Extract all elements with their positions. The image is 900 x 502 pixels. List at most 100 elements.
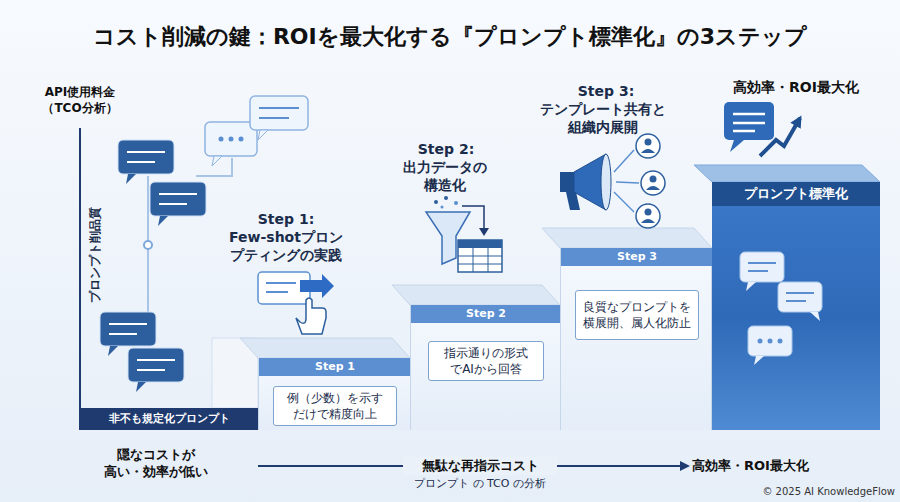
bubble-line xyxy=(748,270,768,272)
bubble-line xyxy=(127,161,155,163)
bubble-line xyxy=(786,300,806,302)
chat-bubble xyxy=(118,140,174,184)
person-head xyxy=(645,139,652,146)
card-line xyxy=(266,291,288,293)
step-title: Few-shotプロンプティングの実践 xyxy=(226,228,346,264)
axis-note: 隠なコストが 高い・効率が低い xyxy=(100,446,212,480)
y-axis xyxy=(79,128,81,430)
spread-line xyxy=(614,192,634,212)
bubble-line xyxy=(109,333,137,335)
spread-line xyxy=(614,150,634,172)
bubble-dot xyxy=(768,339,773,344)
bubble-line xyxy=(259,107,299,109)
step-description-box: 指示通りの形式でAIから回答 xyxy=(428,341,544,381)
step-tab: Step 2 xyxy=(411,305,561,323)
step-block: Step 2:出力データの構造化Step 2指示通りの形式でAIから回答 xyxy=(410,305,560,430)
bubble-line xyxy=(159,203,187,205)
chat-bubble xyxy=(128,348,184,392)
person-head xyxy=(650,176,657,183)
step-heading: Step 2: xyxy=(401,140,491,158)
few-shot-icon xyxy=(258,272,334,334)
column-title: プロンプト標準化 xyxy=(712,182,880,206)
bubble-line xyxy=(748,262,776,264)
bubble-body xyxy=(250,96,308,130)
spread-line xyxy=(616,182,639,183)
standardization-column: 高効率・ROI最大化プロンプト標準化 xyxy=(712,182,880,430)
step-top-face xyxy=(240,338,410,358)
table-col xyxy=(473,248,474,272)
step-top-face xyxy=(392,285,560,305)
column-heading: 高効率・ROI最大化 xyxy=(712,78,880,96)
bubble-line xyxy=(109,323,147,325)
bubble-tail xyxy=(158,216,168,226)
bubble-line xyxy=(127,151,165,153)
table-header xyxy=(458,240,502,248)
table xyxy=(458,240,502,272)
step-heading: Step 1: xyxy=(231,210,341,228)
person-body xyxy=(641,149,655,153)
baseline-band: 非不も規定化プロンプト xyxy=(80,408,258,430)
step-description-box: 良質なプロンプトを横展開、属人化防止 xyxy=(575,290,699,340)
description-text: 良質なプロンプトを横展開、属人化防止 xyxy=(576,291,698,339)
bubble-line xyxy=(137,369,165,371)
bubble-line xyxy=(786,292,814,294)
megaphone-back xyxy=(560,172,574,192)
particle xyxy=(454,201,458,205)
chat-bubble xyxy=(205,122,257,166)
bubble-tail xyxy=(212,156,222,166)
band-label: 非不も規定化プロンプト xyxy=(80,408,258,430)
megaphone-handle xyxy=(566,192,580,210)
arrow-icon xyxy=(300,274,334,298)
person xyxy=(636,204,660,228)
bubble-tail xyxy=(746,282,756,291)
axis-end-label: 高効率・ROI最大化 xyxy=(692,457,822,475)
axis-title: プロンプト削品質 xyxy=(87,200,103,310)
table-icon xyxy=(458,240,502,272)
bubble-tail xyxy=(258,130,268,140)
step-tab: Step 1 xyxy=(259,358,411,376)
bubble-body xyxy=(724,102,774,140)
chat-bubble xyxy=(778,282,822,321)
bubble-dot xyxy=(239,137,244,142)
person xyxy=(636,134,660,158)
step-block: Step 1:Few-shotプロンプティングの実践Step 1例（少数）を示す… xyxy=(258,358,410,430)
bubble-dot xyxy=(778,339,783,344)
particle xyxy=(434,200,438,204)
bubble-tail xyxy=(108,346,118,356)
person xyxy=(641,171,665,195)
particle xyxy=(441,206,444,209)
bubble-body xyxy=(205,122,257,156)
bubble-line xyxy=(159,193,197,195)
megaphone-mouth xyxy=(601,154,611,210)
step-title: テンプレート共有と組織内展開 xyxy=(536,100,670,136)
step-title: 出力データの構造化 xyxy=(399,158,491,194)
diagram-title: コスト削減の鍵：ROIを最大化する『プロンプト標準化』の3ステップ xyxy=(0,22,900,52)
bubble-dot xyxy=(219,137,224,142)
particle xyxy=(444,196,448,200)
step-heading: Step 3: xyxy=(541,82,671,100)
person-head xyxy=(645,209,652,216)
bubble-line xyxy=(733,113,765,116)
chat-bubble xyxy=(740,252,784,291)
people-icon xyxy=(636,134,665,228)
step-description-box: 例（少数）を示すだけで精度向上 xyxy=(273,386,397,426)
bubble-body xyxy=(740,252,784,282)
axis-subtitle: プロンプト の TCO の分析 xyxy=(380,477,580,491)
table-row xyxy=(458,256,502,257)
bubble-tail xyxy=(136,382,146,392)
bubble-dot xyxy=(229,137,234,142)
flow-head xyxy=(479,228,489,236)
table-row xyxy=(458,264,502,265)
bubble-line xyxy=(733,130,755,133)
bubble-dot xyxy=(758,339,763,344)
bubble-body xyxy=(150,182,206,216)
bubble-body xyxy=(748,326,792,356)
table-col xyxy=(488,248,489,272)
step-top-face xyxy=(542,228,712,248)
column-top-face xyxy=(694,165,880,182)
roi-icon xyxy=(724,102,800,156)
bubble-tail xyxy=(754,356,764,365)
bubble-body xyxy=(118,140,174,174)
bubble-tail xyxy=(730,140,744,152)
